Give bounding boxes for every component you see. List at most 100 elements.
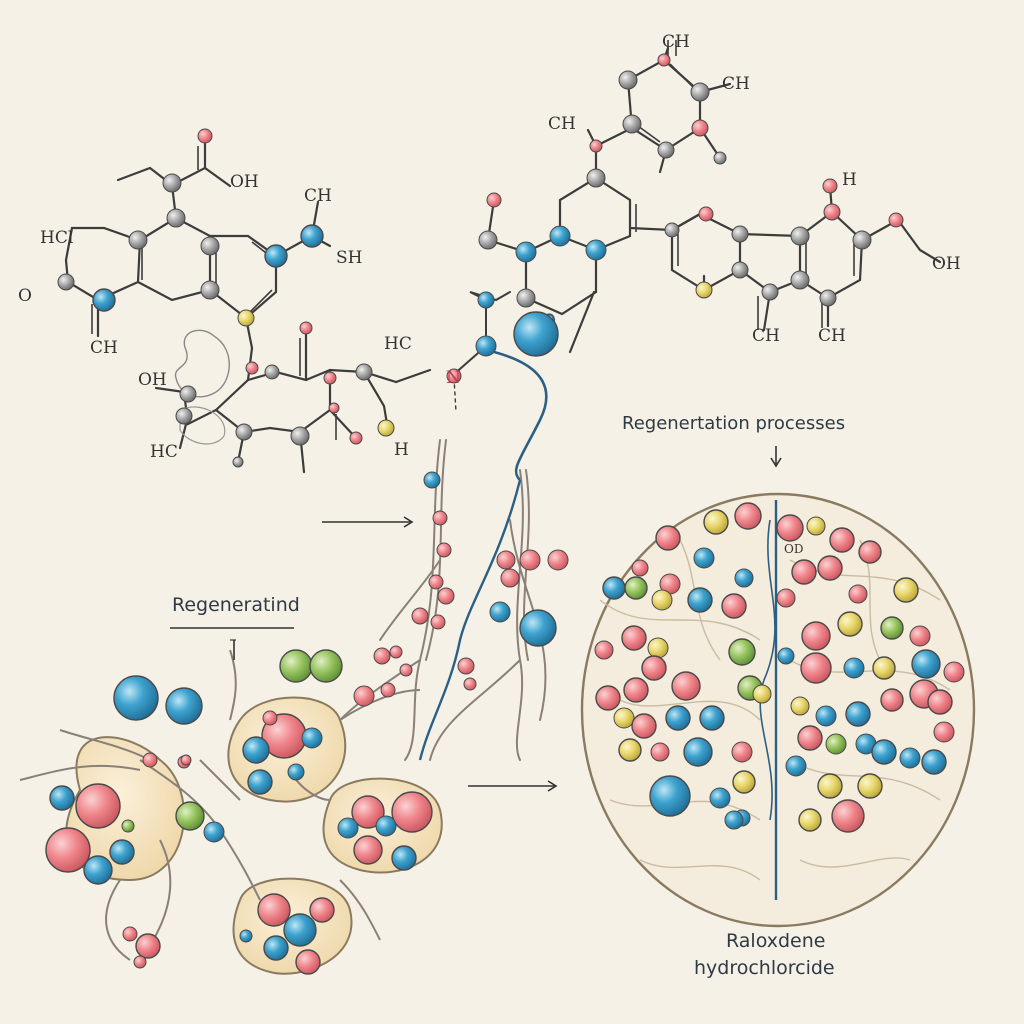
- blue-atom: [165, 687, 203, 725]
- grey-atom: [235, 423, 253, 441]
- grey-atom: [57, 273, 75, 291]
- red-atom: [631, 713, 657, 739]
- blue-atom: [375, 815, 397, 837]
- chem-label-h-mid: H: [394, 440, 409, 460]
- red-atom: [631, 559, 649, 577]
- red-atom: [262, 710, 278, 726]
- red-atom: [721, 593, 747, 619]
- blue-atom: [777, 647, 795, 665]
- atom-spheres: [45, 53, 965, 975]
- red-atom: [822, 178, 838, 194]
- blue-atom: [203, 821, 225, 843]
- blue-atom: [665, 705, 691, 731]
- blue-atom: [843, 657, 865, 679]
- yellow-atom: [790, 696, 810, 716]
- regeneration-processes-label: Regenertation processes: [622, 413, 846, 434]
- red-atom: [933, 721, 955, 743]
- yellow-atom: [837, 611, 863, 637]
- blue-atom: [391, 845, 417, 871]
- grey-atom: [355, 363, 373, 381]
- red-atom: [776, 588, 796, 608]
- yellow-atom: [806, 516, 826, 536]
- blue-atom: [301, 727, 323, 749]
- blue-atom: [734, 568, 754, 588]
- red-atom: [432, 510, 448, 526]
- grey-atom: [128, 230, 148, 250]
- red-atom: [943, 661, 965, 683]
- red-atom: [888, 212, 904, 228]
- grey-atom: [264, 364, 280, 380]
- red-atom: [519, 549, 541, 571]
- red-atom: [797, 725, 823, 751]
- chem-label-n: N: [446, 368, 461, 388]
- red-atom: [353, 835, 383, 865]
- grey-atom: [618, 70, 638, 90]
- red-atom: [380, 682, 396, 698]
- grey-atom: [162, 173, 182, 193]
- red-atom: [428, 574, 444, 590]
- red-atom: [351, 795, 385, 829]
- chem-label-ch-right1: CH: [722, 74, 750, 94]
- blue-atom: [49, 785, 75, 811]
- red-atom: [829, 527, 855, 553]
- green-atom: [309, 649, 343, 683]
- right-molecule-bonds: [486, 46, 942, 354]
- grey-atom: [200, 236, 220, 256]
- right-molecule-double-bonds: [635, 40, 855, 330]
- grey-atom: [731, 225, 749, 243]
- green-atom: [825, 733, 847, 755]
- red-atom: [909, 625, 931, 647]
- drug-name-line1: Raloxdene: [726, 930, 826, 952]
- chem-label-oh-right: OH: [932, 254, 961, 274]
- red-atom: [299, 321, 313, 335]
- red-atom: [791, 559, 817, 585]
- chem-label-hc-mid: HC: [150, 442, 178, 462]
- red-atom: [671, 671, 701, 701]
- grey-atom: [819, 289, 837, 307]
- chem-label-hcl: HCl: [40, 228, 74, 248]
- red-atom: [446, 368, 462, 384]
- red-atom: [135, 933, 161, 959]
- blue-atom: [83, 855, 113, 885]
- red-atom: [801, 621, 831, 651]
- chem-label-ch-far: CH: [548, 114, 576, 134]
- chem-label-ch-top-mid: CH: [304, 186, 332, 206]
- yellow-atom: [647, 637, 669, 659]
- grey-atom: [713, 151, 727, 165]
- red-atom: [691, 119, 709, 137]
- blue-atom: [815, 705, 837, 727]
- red-atom: [309, 897, 335, 923]
- grey-atom: [731, 261, 749, 279]
- grey-atom: [657, 141, 675, 159]
- blue-atom: [423, 471, 441, 489]
- blue-atom: [549, 225, 571, 247]
- red-atom: [641, 655, 667, 681]
- red-atom: [848, 584, 868, 604]
- green-atom: [279, 649, 313, 683]
- red-atom: [373, 647, 391, 665]
- red-atom: [328, 402, 340, 414]
- yellow-atom: [377, 419, 395, 437]
- red-atom: [496, 550, 516, 570]
- red-atom: [389, 645, 403, 659]
- red-atom: [650, 742, 670, 762]
- red-atom: [776, 514, 804, 542]
- blue-atom: [683, 737, 713, 767]
- red-atom: [831, 799, 865, 833]
- red-atom: [623, 677, 649, 703]
- green-atom: [728, 638, 756, 666]
- chem-label-od: OD: [784, 542, 804, 556]
- yellow-atom: [857, 773, 883, 799]
- red-atom: [142, 752, 158, 768]
- grey-atom: [179, 385, 197, 403]
- blue-atom: [264, 244, 288, 268]
- arrows: [170, 446, 782, 792]
- grey-atom: [478, 230, 498, 250]
- red-atom: [500, 568, 520, 588]
- green-atom: [175, 801, 205, 831]
- blue-atom: [489, 601, 511, 623]
- red-atom: [800, 652, 832, 684]
- grey-atom: [622, 114, 642, 134]
- red-atom: [430, 614, 446, 630]
